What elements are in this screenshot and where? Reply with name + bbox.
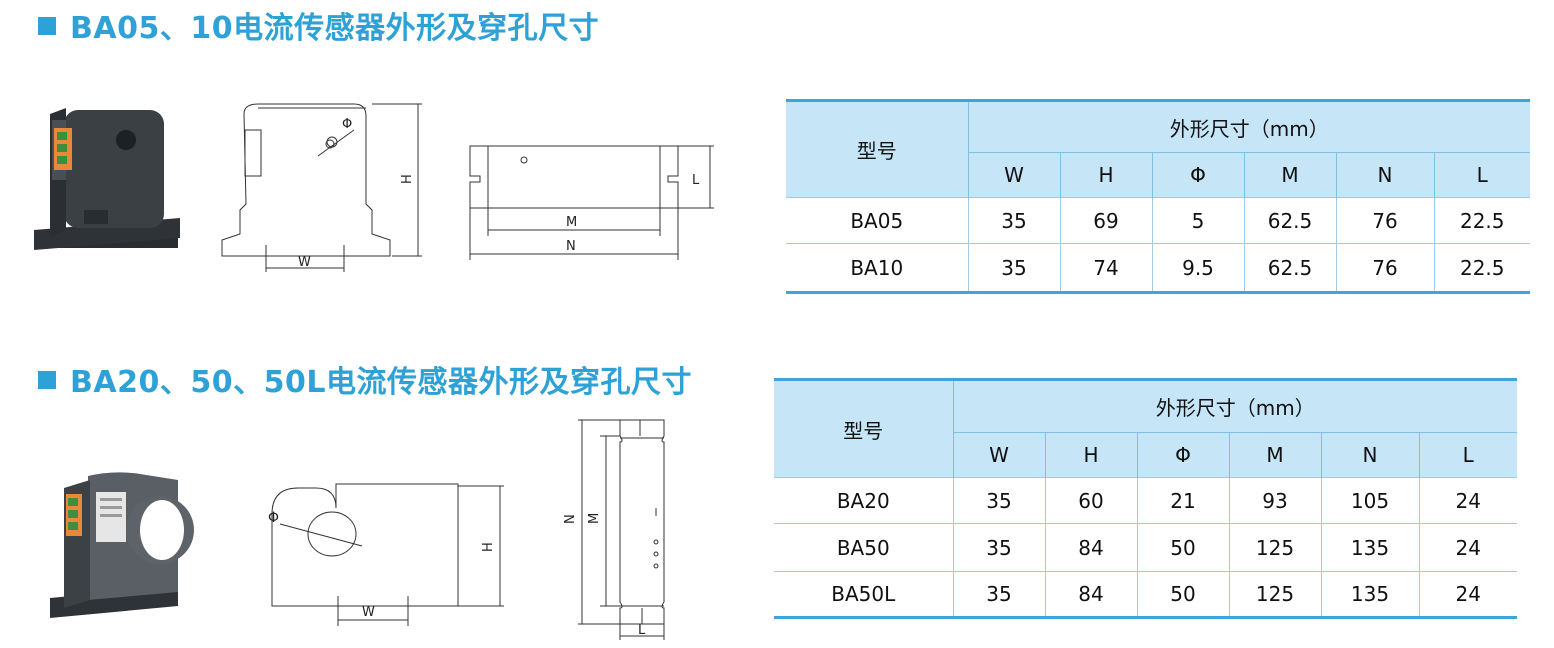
- h-label: H: [400, 174, 415, 184]
- table-cell: 35: [952, 477, 1045, 524]
- table-cell: 24: [1418, 523, 1517, 572]
- model-cell: BA20: [774, 477, 953, 524]
- model-cell: BA50L: [774, 571, 953, 619]
- table-cell: 135: [1320, 571, 1419, 619]
- table-cell: 125: [1228, 523, 1321, 572]
- table-cell: 84: [1044, 571, 1137, 619]
- column-header-m: M: [1228, 432, 1321, 478]
- model-header: 型号: [786, 99, 969, 198]
- l-label: L: [638, 623, 646, 638]
- ba05-product-photo: [34, 108, 180, 250]
- table-cell: 69: [1059, 197, 1152, 244]
- table-cell: 24: [1418, 477, 1517, 524]
- table-cell: 9.5: [1151, 243, 1244, 294]
- table-cell: 93: [1228, 477, 1321, 524]
- ba20-side-drawing: N M L: [563, 419, 665, 640]
- ba05-top-drawing: L M N: [469, 145, 714, 260]
- terminal-block: [54, 128, 72, 170]
- square-bullet-icon: [38, 17, 56, 35]
- m-label: M: [566, 215, 577, 230]
- square-bullet-icon: [38, 371, 56, 389]
- table-cell: 60: [1044, 477, 1137, 524]
- table-cell: 22.5: [1433, 243, 1530, 294]
- n-label: N: [563, 514, 578, 524]
- dimension-group-header: 外形尺寸（mm）: [953, 378, 1517, 433]
- section-title-ba20-50: BA20、50、50L电流传感器外形及穿孔尺寸: [38, 368, 692, 398]
- table-cell: 5: [1151, 197, 1244, 244]
- table-row: BA10 35 74 9.5 62.5 76 22.5: [786, 243, 1530, 294]
- dimension-group-header: 外形尺寸（mm）: [968, 99, 1530, 153]
- section-title-text: BA05、10电流传感器外形及穿孔尺寸: [70, 11, 600, 46]
- ba20-front-drawing: Φ H W: [268, 483, 504, 626]
- section-title-ba05-10: BA05、10电流传感器外形及穿孔尺寸: [38, 14, 599, 44]
- l-label: L: [692, 173, 700, 188]
- ba20-product-photo: [50, 472, 194, 618]
- column-header-l: L: [1433, 152, 1530, 198]
- w-label: W: [362, 605, 375, 620]
- h-label: H: [481, 542, 496, 552]
- table-cell: 74: [1059, 243, 1152, 294]
- terminal-block: [66, 494, 82, 536]
- section-title-text: BA20、50、50L电流传感器外形及穿孔尺寸: [70, 365, 692, 400]
- table-cell: 76: [1335, 197, 1434, 244]
- model-cell: BA05: [786, 197, 968, 244]
- ba05-front-drawing: Φ H W: [221, 103, 422, 272]
- model-cell: BA10: [786, 243, 968, 294]
- ba05-10-dimension-table: 型号 外形尺寸（mm） W H Φ M N L BA05 35 69 5 62.…: [786, 99, 1530, 294]
- table-cell: 84: [1044, 523, 1137, 572]
- table-cell: 76: [1335, 243, 1434, 294]
- column-header-w: W: [968, 152, 1060, 198]
- table-cell: 35: [952, 523, 1045, 572]
- column-header-m: M: [1243, 152, 1336, 198]
- table-cell: 62.5: [1243, 243, 1336, 294]
- column-header-n: N: [1320, 432, 1419, 478]
- table-cell: 35: [967, 197, 1060, 244]
- model-header: 型号: [774, 378, 954, 478]
- table-cell: 22.5: [1433, 197, 1530, 244]
- model-cell: BA50: [774, 523, 953, 572]
- column-header-w: W: [953, 432, 1045, 478]
- table-cell: 35: [952, 571, 1045, 619]
- ba20-50-dimension-table: 型号 外形尺寸（mm） W H Φ M N L BA20 35 60 21 93…: [774, 378, 1517, 619]
- column-header-h: H: [1059, 152, 1152, 198]
- phi-label: Φ: [268, 510, 279, 526]
- table-row: BA50 35 84 50 125 135 24: [774, 523, 1517, 572]
- table-cell: 24: [1418, 571, 1517, 619]
- column-header-n: N: [1335, 152, 1434, 198]
- column-header-phi: Φ: [1136, 432, 1229, 478]
- table-cell: 50: [1136, 523, 1229, 572]
- table-row: BA20 35 60 21 93 105 24: [774, 477, 1517, 524]
- table-row: BA50L 35 84 50 125 135 24: [774, 571, 1517, 619]
- table-cell: 105: [1320, 477, 1419, 524]
- table-cell: 21: [1136, 477, 1229, 524]
- table-cell: 35: [967, 243, 1060, 294]
- table-cell: 135: [1320, 523, 1419, 572]
- column-header-l: L: [1418, 432, 1517, 478]
- table-cell: 62.5: [1243, 197, 1336, 244]
- n-label: N: [566, 239, 576, 254]
- column-header-h: H: [1044, 432, 1137, 478]
- table-cell: 50: [1136, 571, 1229, 619]
- table-row: BA05 35 69 5 62.5 76 22.5: [786, 197, 1530, 244]
- w-label: W: [298, 255, 311, 270]
- phi-label: Φ: [342, 117, 352, 132]
- m-label: M: [587, 513, 602, 524]
- column-header-phi: Φ: [1151, 152, 1244, 198]
- table-cell: 125: [1228, 571, 1321, 619]
